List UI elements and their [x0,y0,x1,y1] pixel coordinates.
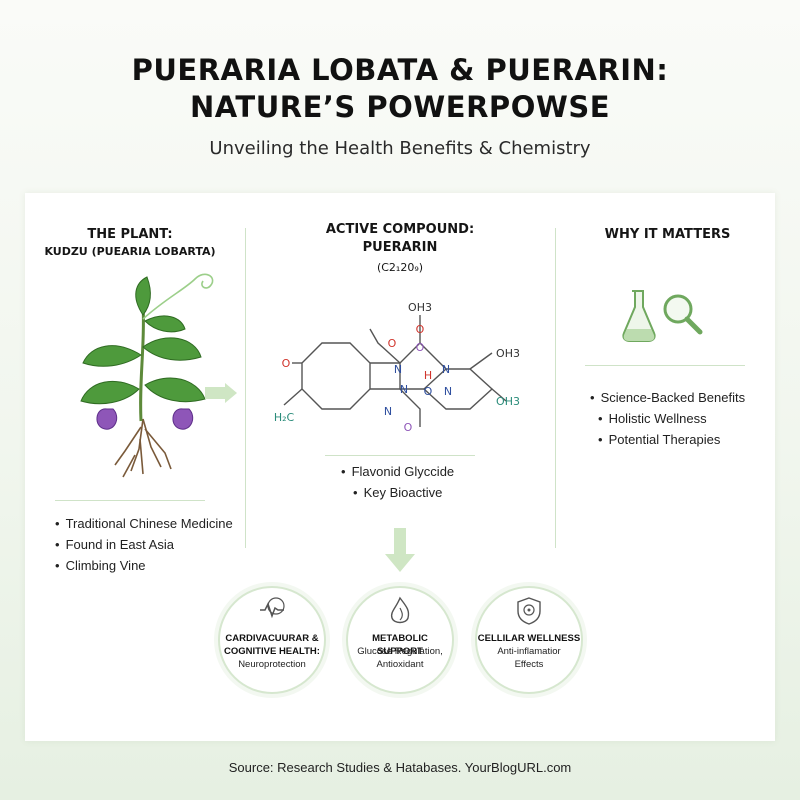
atom-h2c: H₂C [274,411,295,424]
matters-bullet-1: Science-Backed Benefits [590,387,746,408]
benefit-title-line-2: COGNITIVE HEALTH: [224,646,320,657]
column-divider-right [555,228,556,548]
benefit-desc-cellular-line-2: Effects [514,659,544,670]
subtitle: Unveiling the Health Benefits & Chemistr… [209,138,591,159]
compound-bullet-1: Flavonid Glyccide [341,461,455,482]
compound-divider [325,455,475,456]
title-line-2: NATURE’S POWERPOWSE [189,90,611,124]
plant-bullets: Traditional Chinese Medicine Found in Ea… [55,513,233,576]
flask-magnifier-icon [622,290,703,342]
atom-o-5: O [404,421,413,434]
source-footer: Source: Research Studies & Hatabases. Yo… [228,760,572,775]
atom-n-4: N [444,385,452,398]
atom-o-1: O [416,323,425,336]
atom-o-3: O [416,341,425,354]
cell-shield-icon [517,597,541,625]
atom-oh3-right-bottom: OH3 [496,395,520,408]
plant-heading: THE PLANT: [87,227,173,242]
benefit-circle-cellular: CELLILAR WELLNESS Anti-inflamatior Effec… [475,586,583,694]
puerarin-structure-diagram: OH3 O O O N N H N O N N O H OH3 OH3 O H₂… [274,301,520,441]
vine-tendril [142,273,214,320]
compound-heading-line-1: ACTIVE COMPOUND: [325,222,475,237]
matters-heading: WHY IT MATTERS [604,227,731,242]
title-block: PUERARIA LOBATA & PUERARIN: NATURE’S POW… [0,52,800,159]
compound-bullet-2: Key Bioactive [341,482,454,503]
atom-o-2: O [388,337,397,350]
plant-subheading: KUDZU (PUEARIA LOBARTA) [44,245,216,258]
compound-heading: ACTIVE COMPOUND: PUERARIN [295,221,505,257]
arrow-right-icon [205,383,237,403]
atom-o-4: O [424,385,433,398]
benefit-circle-metabolic: METABOLIC SUPPORT Glucose Regulation, An… [346,586,454,694]
compound-formula: (C2₁20₉) [376,261,424,274]
atom-n-5: N [384,405,392,418]
benefit-title-metabolic: METABOLIC SUPPORT [372,633,428,657]
benefit-circle-cardiovascular: CARDIVACUURAR & COGNITIVE HEALTH: Neurop… [218,586,326,694]
plant-bullet-3: Climbing Vine [55,555,233,576]
plant-bullet-1: Traditional Chinese Medicine [55,513,233,534]
atom-h-top: H [424,369,432,382]
main-stem [139,298,145,422]
molecule-atoms: OH3 O O O N N H N O N N O H OH3 OH3 O H₂… [274,301,520,441]
matters-bullets: Science-Backed Benefits Holistic Wellnes… [590,387,746,450]
purple-flowers [96,408,194,430]
matters-bullet-2: Holistic Wellness [590,408,745,429]
heart-brain-icon [260,597,285,619]
atom-n-3: N [400,383,408,396]
benefit-title-line-1: CARDIVACUURAR & [225,633,319,644]
atom-n-1: N [394,363,402,376]
benefit-desc-cardiovascular: Neuroprotection [238,659,306,670]
benefit-desc-metabolic-line-1: Glucose Regulation, [357,646,443,657]
flame-leaf-icon [390,596,410,624]
atom-o-left: O [282,357,291,370]
plant-divider [55,500,205,501]
matters-divider [585,365,745,366]
benefit-desc-cellular-line-1: Anti-inflamatior [497,646,561,657]
molecule-bonds [283,315,507,427]
content-card: THE PLANT: KUDZU (PUEARIA LOBARTA) [25,193,775,741]
roots [114,418,172,478]
column-divider-left [245,228,246,548]
compound-heading-line-2: PUERARIN [362,240,438,255]
atom-oh3-right-top: OH3 [496,347,520,360]
title-line-1: PUERARIA LOBATA & PUERARIN: [131,53,669,87]
leaves [80,276,206,405]
benefit-title-cardiovascular: CARDIVACUURAR & COGNITIVE HEALTH: [220,632,324,658]
atom-n-2: N [442,363,450,376]
benefit-desc-metabolic-line-2: Antioxidant [376,659,424,670]
atom-oh3-top: OH3 [408,301,432,314]
matters-bullet-3: Potential Therapies [590,429,745,450]
plant-bullet-2: Found in East Asia [55,534,233,555]
benefit-title-cellular: CELLILAR WELLNESS [477,633,581,644]
arrow-down-icon [385,528,415,572]
kudzu-plant-illustration [80,273,214,478]
compound-bullets: Flavonid Glyccide Key Bioactive [341,461,455,503]
atom-h-bottom: H [404,439,412,441]
